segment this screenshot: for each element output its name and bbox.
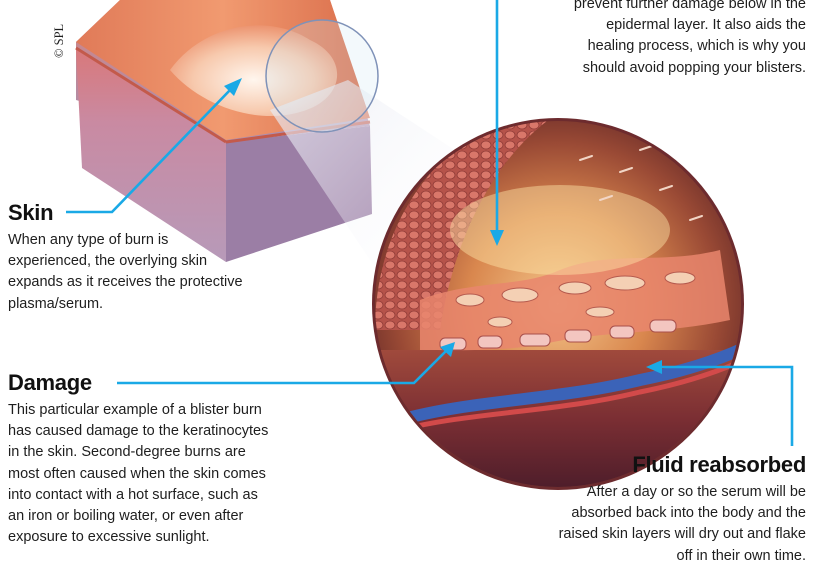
damage-line-1: This particular example of a blister bur… — [8, 400, 328, 421]
damage-line-6: an iron or boiling water, or even after — [8, 506, 328, 527]
serum-line-4: should avoid popping your blisters. — [506, 58, 806, 79]
serum-line-2: epidermal layer. It also aids the — [506, 15, 806, 36]
skin-line-2: experienced, the overlying skin — [8, 251, 308, 272]
serum-line-1: prevent further damage below in the — [506, 0, 806, 15]
damage-line-7: exposure to excessive sunlight. — [8, 527, 328, 548]
magnifier-ring — [266, 20, 378, 132]
fluid-line-2: absorbed back into the body and the — [506, 503, 806, 524]
skin-line-4: plasma/serum. — [8, 294, 308, 315]
serum-description: prevent further damage below in the epid… — [506, 0, 806, 79]
serum-line-3: healing process, which is why you — [506, 36, 806, 57]
damage-description: This particular example of a blister bur… — [8, 400, 328, 548]
skin-line-3: expands as it receives the protective — [8, 272, 308, 293]
image-credit: © SPL — [52, 24, 67, 58]
fluid-heading: Fluid reabsorbed — [506, 452, 806, 478]
skin-line-1: When any type of burn is — [8, 230, 308, 251]
damage-heading: Damage — [8, 370, 92, 396]
damage-line-4: most often caused when the skin comes — [8, 464, 328, 485]
damage-line-3: in the skin. Second-degree burns are — [8, 442, 328, 463]
fluid-line-4: off in their own time. — [506, 546, 806, 567]
fluid-description: After a day or so the serum will be abso… — [506, 482, 806, 567]
fluid-line-1: After a day or so the serum will be — [506, 482, 806, 503]
skin-description: When any type of burn is experienced, th… — [8, 230, 308, 315]
fluid-line-3: raised skin layers will dry out and flak… — [506, 524, 806, 545]
skin-heading: Skin — [8, 200, 53, 226]
damage-line-5: into contact with a hot surface, such as — [8, 485, 328, 506]
damage-line-2: has caused damage to the keratinocytes — [8, 421, 328, 442]
